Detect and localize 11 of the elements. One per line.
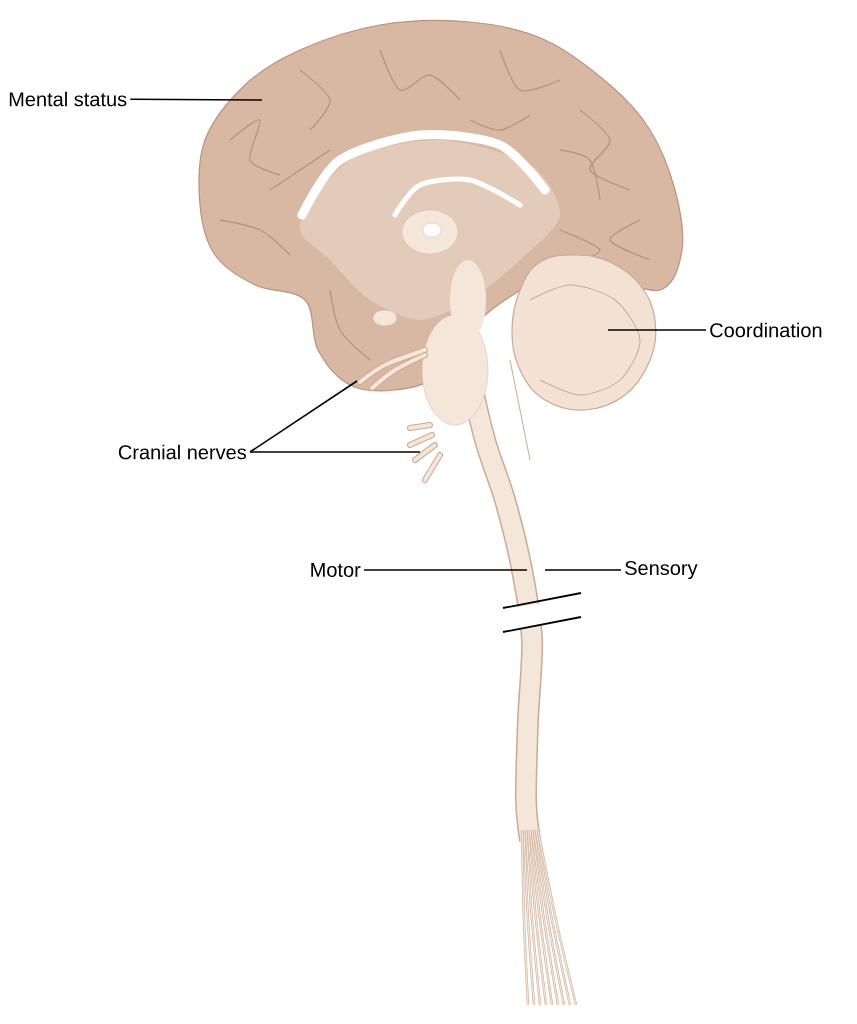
label: Sensory [625, 560, 698, 580]
label: Coordination [710, 322, 822, 338]
leader-line [129, 98, 263, 101]
leader-line [544, 569, 622, 571]
leader-line [249, 451, 421, 453]
label: Mental status [9, 91, 127, 107]
leader-line [607, 329, 707, 331]
leader-line [363, 569, 528, 571]
label: Motor [311, 563, 361, 577]
label: Cranial nerves [118, 444, 246, 460]
leader-line [249, 380, 358, 453]
